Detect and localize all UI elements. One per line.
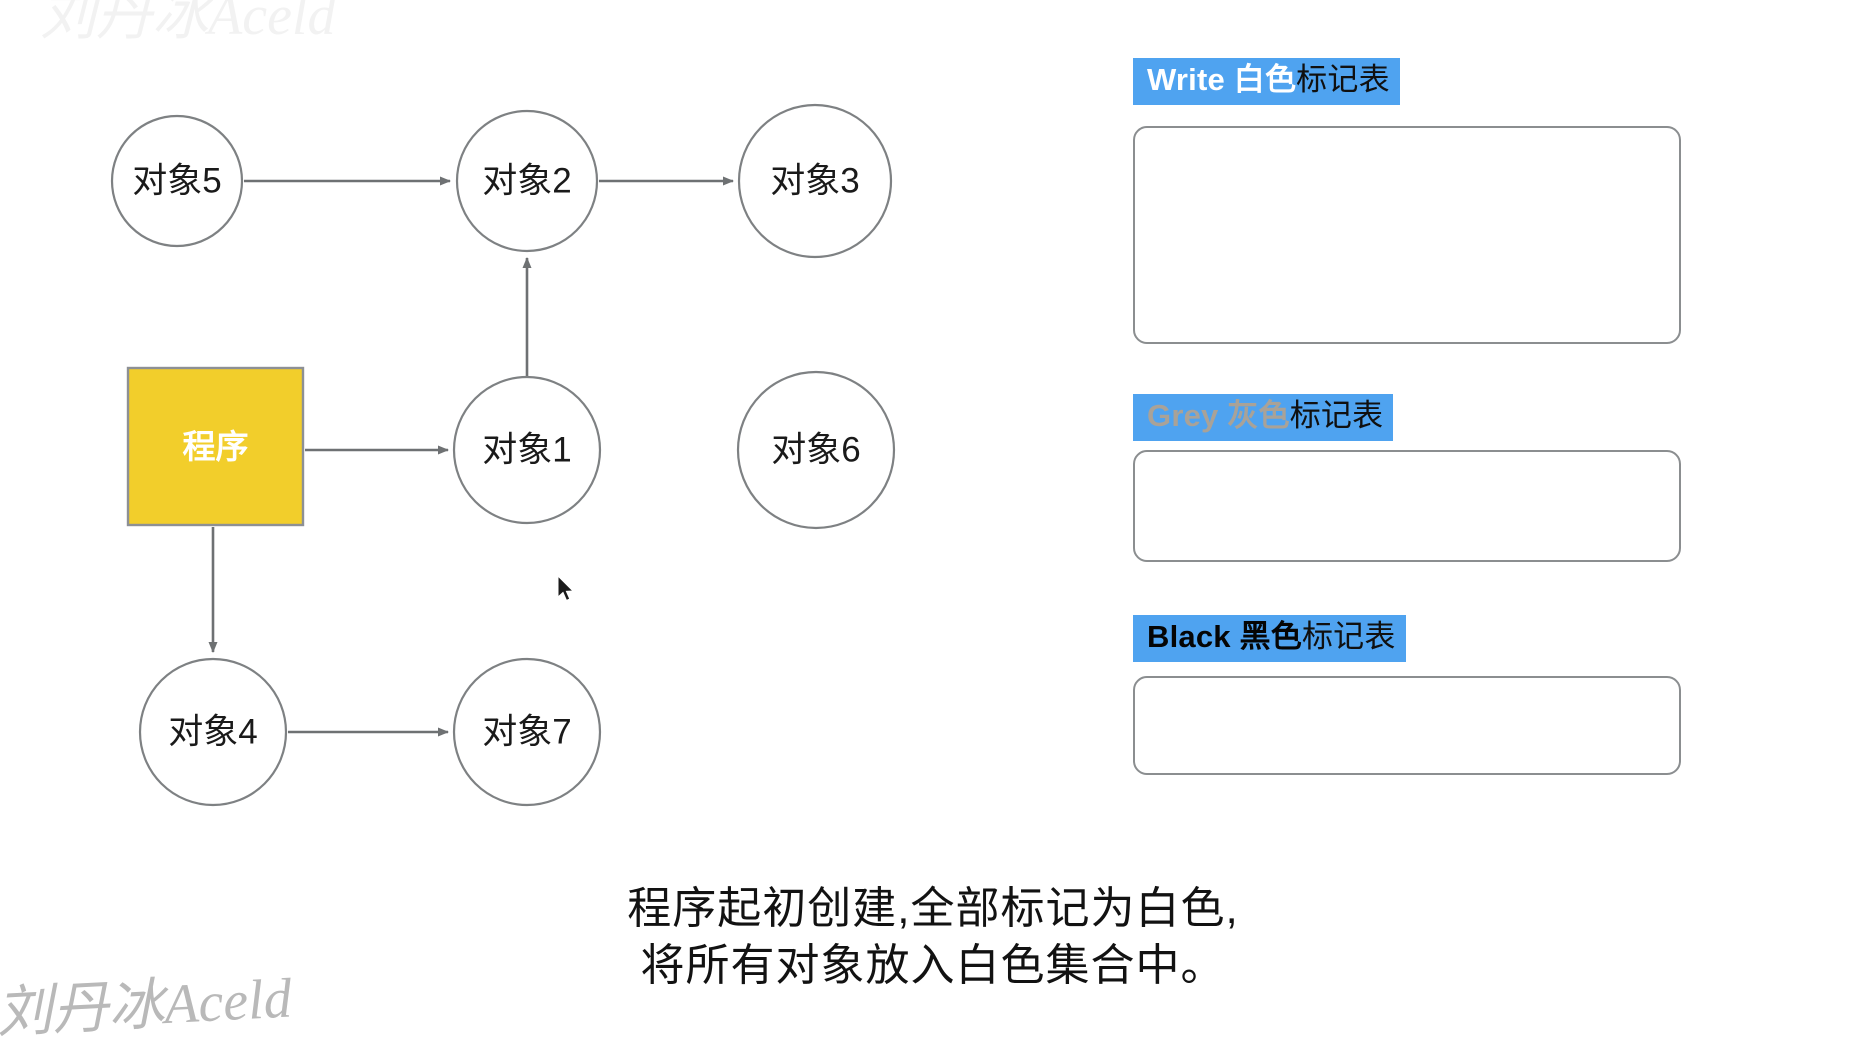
mark-title-en-grey: Grey [1147,398,1219,433]
node-label-obj7: 对象7 [482,713,571,752]
mark-table-title-white: Write 白色标记表 [1133,58,1400,105]
watermark-top: 刘丹冰Aceld [40,0,336,47]
graph-edges [208,176,734,737]
mark-title-color-black: 黑色 [1230,619,1302,654]
node-label-obj4: 对象4 [168,713,257,752]
graph-node-obj6[interactable]: 对象6 [736,370,896,530]
node-label-program: 程序 [183,428,249,465]
graph-node-obj1[interactable]: 对象1 [452,375,602,525]
caption-line-1: 程序起初创建,全部标记为白色, [627,884,1239,933]
mark-table-title-grey: Grey 灰色标记表 [1133,394,1394,441]
mark-title-color-white: 白色 [1224,62,1297,97]
caption: 程序起初创建,全部标记为白色, 将所有对象放入白色集合中。 [0,880,1866,994]
graph-node-obj3[interactable]: 对象3 [737,103,893,259]
node-circle-obj5 [110,114,244,248]
node-label-obj6: 对象6 [771,431,860,470]
graph-node-program[interactable]: 程序 [126,366,305,527]
mark-table-title-black: Black 黑色标记表 [1133,615,1406,662]
node-circle-obj2 [455,109,599,253]
node-circle-obj1 [452,375,602,525]
mark-table-box-black[interactable] [1133,676,1681,775]
watermark-bottom: 刘丹冰Aceld [0,967,294,1045]
mark-title-en-black: Black [1147,619,1231,654]
mark-table-box-white[interactable] [1133,126,1681,344]
node-label-obj3: 对象3 [770,162,859,201]
mark-table-box-grey[interactable] [1133,450,1681,562]
graph-node-obj5[interactable]: 对象5 [110,114,244,248]
node-circle-obj6 [736,370,896,530]
node-label-obj2: 对象2 [482,162,571,201]
graph-nodes: 对象5 对象2 对象3 程序 对象1 对象6 对象4 对象7 [110,103,896,807]
mark-title-rest-grey: 标记表 [1289,398,1384,433]
object-reference-graph: 对象5 对象2 对象3 程序 对象1 对象6 对象4 对象7 [110,103,896,807]
node-label-obj5: 对象5 [132,162,221,201]
node-circle-obj3 [737,103,893,259]
mouse-cursor [557,575,575,602]
mark-title-en-white: Write [1147,62,1225,97]
node-rect-program [126,366,305,527]
graph-node-obj7[interactable]: 对象7 [452,657,602,807]
mark-title-rest-black: 标记表 [1301,619,1396,654]
node-circle-obj7 [452,657,602,807]
caption-line-2: 将所有对象放入白色集合中。 [640,941,1226,991]
mark-title-rest-white: 标记表 [1296,62,1390,97]
mark-title-color-grey: 灰色 [1218,398,1290,433]
node-label-obj1: 对象1 [482,431,571,470]
graph-node-obj4[interactable]: 对象4 [138,657,288,807]
graph-node-obj2[interactable]: 对象2 [455,109,599,253]
node-circle-obj4 [138,657,288,807]
